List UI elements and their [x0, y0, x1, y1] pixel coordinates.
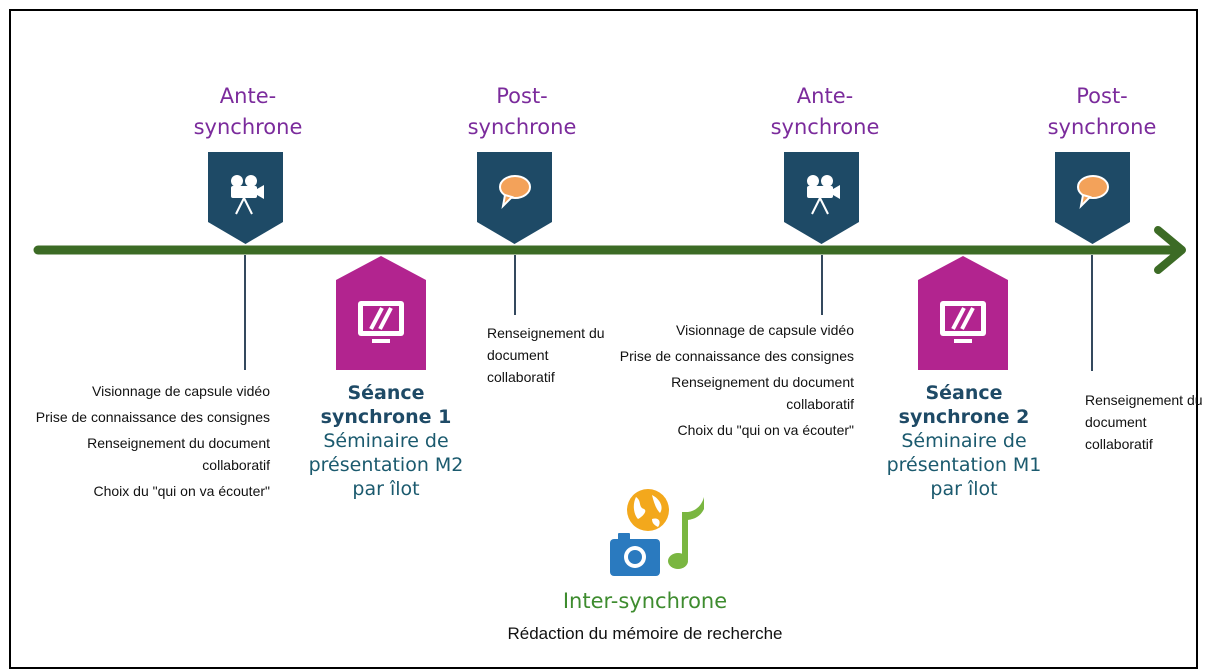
phase-title-ante-2: Ante-synchrone — [770, 84, 880, 139]
list-item: Visionnage de capsule vidéo — [676, 322, 854, 338]
list-item: Renseignement du document collaboratif — [87, 435, 270, 473]
marker-ante-2 — [784, 152, 859, 244]
desc-ante-1: Visionnage de capsule vidéo Prise de con… — [30, 380, 270, 506]
session-marker-2 — [918, 256, 1008, 370]
list-item: Choix du "qui on va écouter" — [677, 422, 855, 438]
camera-icon — [231, 175, 264, 215]
stem-ante-1 — [244, 255, 246, 370]
session-text-1: Séance synchrone 1 Séminaire de présenta… — [308, 382, 464, 500]
phase-title-post-2: Post-synchrone — [1047, 84, 1157, 139]
session-text-2: Séance synchrone 2 Séminaire de présenta… — [886, 382, 1042, 500]
stem-ante-2 — [821, 255, 823, 315]
inter-synchrone-subtitle: Rédaction du mémoire de recherche — [507, 624, 783, 643]
list-item: Choix du "qui on va écouter" — [93, 483, 271, 499]
marker-post-1 — [477, 152, 552, 244]
globe-icon — [627, 489, 669, 531]
speech-bubble-icon — [499, 175, 531, 209]
stem-post-2 — [1091, 255, 1093, 371]
session-marker-1 — [336, 256, 426, 370]
inter-icons — [610, 489, 704, 576]
desc-post-1: Renseignement du document collaboratif — [487, 322, 612, 392]
speech-bubble-icon — [1077, 175, 1109, 209]
camera-icon — [807, 175, 840, 215]
marker-post-2 — [1055, 152, 1130, 244]
list-item: Renseignement du document collaboratif — [487, 325, 605, 385]
desc-ante-2: Visionnage de capsule vidéo Prise de con… — [612, 319, 854, 445]
timeline-arrow — [33, 226, 1186, 274]
camera-photo-icon — [610, 533, 660, 576]
list-item: Prise de connaissance des consignes — [619, 348, 854, 364]
stem-post-1 — [514, 255, 516, 315]
desc-post-2: Renseignement du document collaboratif — [1085, 389, 1203, 459]
list-item: Visionnage de capsule vidéo — [92, 383, 270, 399]
marker-ante-1 — [208, 152, 283, 244]
monitor-icon — [940, 301, 986, 343]
inter-synchrone-title: Inter-synchrone — [562, 589, 728, 613]
monitor-icon — [358, 301, 404, 343]
phase-title-post-1: Post-synchrone — [467, 84, 577, 139]
list-item: Renseignement du document collaboratif — [1085, 392, 1203, 452]
phase-title-ante-1: Ante-synchrone — [193, 84, 303, 139]
list-item: Renseignement du document collaboratif — [671, 374, 854, 412]
music-note-icon — [668, 497, 704, 569]
list-item: Prise de connaissance des consignes — [35, 409, 270, 425]
